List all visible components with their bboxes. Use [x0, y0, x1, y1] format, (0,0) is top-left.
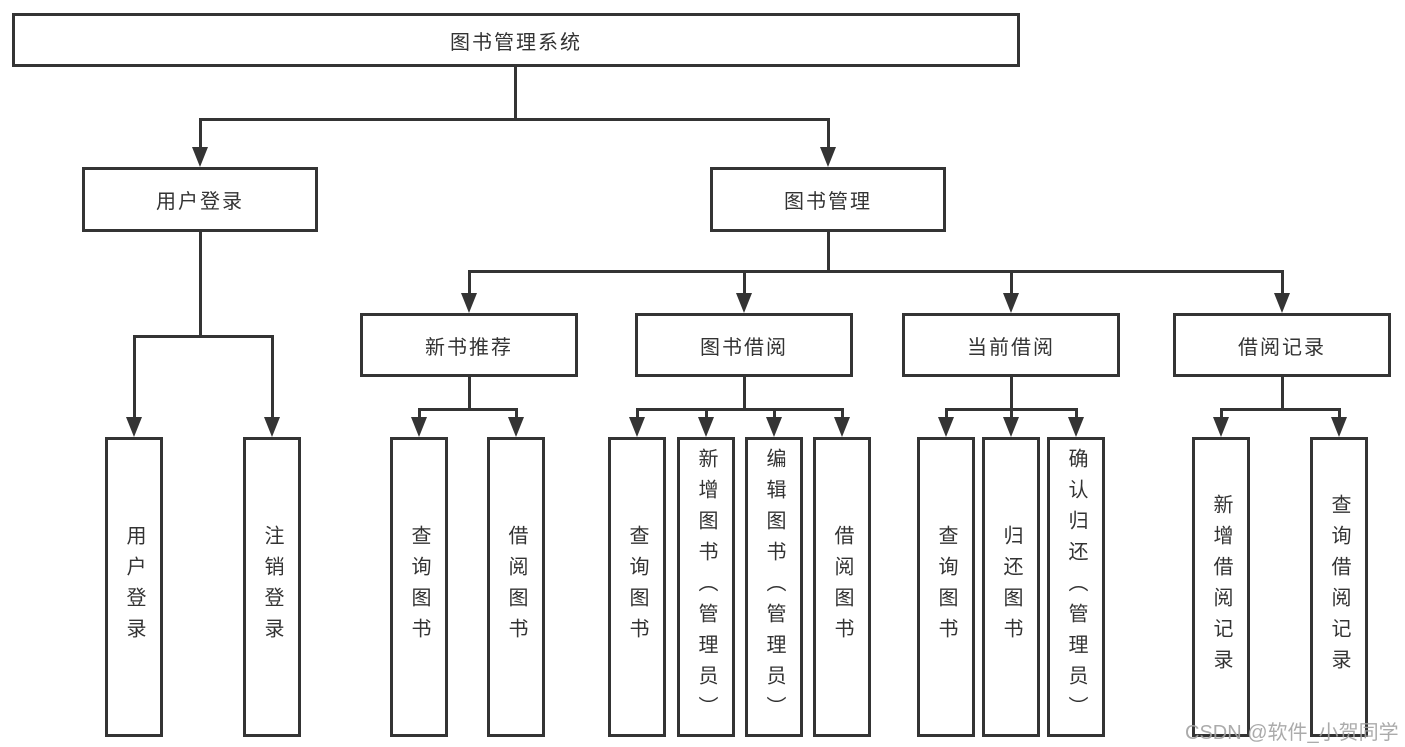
leaf-return-book: 归还图书 [982, 437, 1040, 737]
leaf-confirm-return-admin: 确认归还（管理员） [1047, 437, 1105, 737]
connector-line [1010, 377, 1013, 410]
connector-line [514, 67, 517, 120]
connector-line [1281, 377, 1284, 410]
node-borrow-record: 借阅记录 [1173, 313, 1391, 377]
arrowhead-icon [461, 293, 477, 313]
leaf-label: 注销登录 [261, 525, 283, 649]
leaf-query-book-recommend: 查询图书 [390, 437, 448, 737]
arrowhead-icon [126, 417, 142, 437]
leaf-label: 查询图书 [626, 525, 648, 649]
leaf-logout: 注销登录 [243, 437, 301, 737]
leaf-query-book-borrow: 查询图书 [608, 437, 666, 737]
connector-line [199, 118, 830, 121]
connector-line [636, 408, 639, 419]
leaf-user-login: 用户登录 [105, 437, 163, 737]
connector-line [1010, 270, 1013, 297]
connector-line [418, 408, 421, 419]
leaf-label: 编辑图书（管理员） [763, 447, 785, 727]
connector-line [636, 408, 843, 411]
connector-line [1075, 408, 1078, 419]
leaf-label: 用户登录 [123, 525, 145, 649]
arrowhead-icon [629, 417, 645, 437]
arrowhead-icon [698, 417, 714, 437]
arrowhead-icon [1003, 417, 1019, 437]
arrowhead-icon [834, 417, 850, 437]
node-label: 借阅记录 [1238, 336, 1326, 359]
leaf-label: 借阅图书 [831, 525, 853, 649]
node-label: 图书管理系统 [450, 31, 582, 54]
connector-line [705, 408, 708, 419]
leaf-label: 新增图书（管理员） [695, 447, 717, 727]
connector-line [945, 408, 948, 419]
connector-line [743, 270, 746, 297]
node-library-system: 图书管理系统 [12, 13, 1020, 67]
connector-line [468, 270, 471, 297]
watermark: CSDN @软件_小贺同学 [1185, 722, 1399, 744]
connector-line [515, 408, 518, 419]
leaf-label: 确认归还（管理员） [1065, 447, 1087, 727]
connector-line [418, 408, 517, 411]
node-label: 图书借阅 [700, 336, 788, 359]
leaf-label: 查询借阅记录 [1328, 494, 1350, 680]
arrowhead-icon [1274, 293, 1290, 313]
connector-line [827, 118, 830, 152]
node-book-borrow: 图书借阅 [635, 313, 853, 377]
arrowhead-icon [736, 293, 752, 313]
arrowhead-icon [766, 417, 782, 437]
connector-line [743, 377, 746, 410]
connector-line [773, 408, 776, 419]
leaf-add-book-admin: 新增图书（管理员） [677, 437, 735, 737]
leaf-label: 查询图书 [408, 525, 430, 649]
connector-line [468, 270, 1283, 273]
arrowhead-icon [938, 417, 954, 437]
node-label: 图书管理 [784, 191, 872, 213]
node-label: 新书推荐 [425, 336, 513, 359]
connector-line [841, 408, 844, 419]
connector-line [468, 377, 471, 410]
connector-line [1220, 408, 1340, 411]
arrowhead-icon [508, 417, 524, 437]
connector-line [133, 335, 274, 338]
connector-line [199, 118, 202, 152]
leaf-add-borrow-record: 新增借阅记录 [1192, 437, 1250, 737]
leaf-borrow-book-recommend: 借阅图书 [487, 437, 545, 737]
node-user-login: 用户登录 [82, 167, 318, 232]
leaf-label: 归还图书 [1000, 525, 1022, 649]
connector-line [1010, 408, 1013, 419]
arrowhead-icon [1213, 417, 1229, 437]
connector-line [1338, 408, 1341, 419]
connector-line [1220, 408, 1223, 419]
arrowhead-icon [820, 147, 836, 167]
leaf-query-book-current: 查询图书 [917, 437, 975, 737]
arrowhead-icon [1331, 417, 1347, 437]
connector-line [133, 335, 136, 419]
arrowhead-icon [1003, 293, 1019, 313]
arrowhead-icon [1068, 417, 1084, 437]
arrowhead-icon [411, 417, 427, 437]
leaf-edit-book-admin: 编辑图书（管理员） [745, 437, 803, 737]
arrowhead-icon [192, 147, 208, 167]
leaf-label: 新增借阅记录 [1210, 494, 1232, 680]
node-new-book-recommend: 新书推荐 [360, 313, 578, 377]
leaf-borrow-book: 借阅图书 [813, 437, 871, 737]
arrowhead-icon [264, 417, 280, 437]
node-label: 当前借阅 [967, 336, 1055, 359]
node-current-borrow: 当前借阅 [902, 313, 1120, 377]
node-book-management: 图书管理 [710, 167, 946, 232]
connector-line [271, 335, 274, 419]
connector-line [199, 232, 202, 337]
leaf-query-borrow-record: 查询借阅记录 [1310, 437, 1368, 737]
leaf-label: 查询图书 [935, 525, 957, 649]
node-label: 用户登录 [156, 191, 244, 213]
leaf-label: 借阅图书 [505, 525, 527, 649]
connector-line [1281, 270, 1284, 297]
connector-line [827, 232, 830, 272]
